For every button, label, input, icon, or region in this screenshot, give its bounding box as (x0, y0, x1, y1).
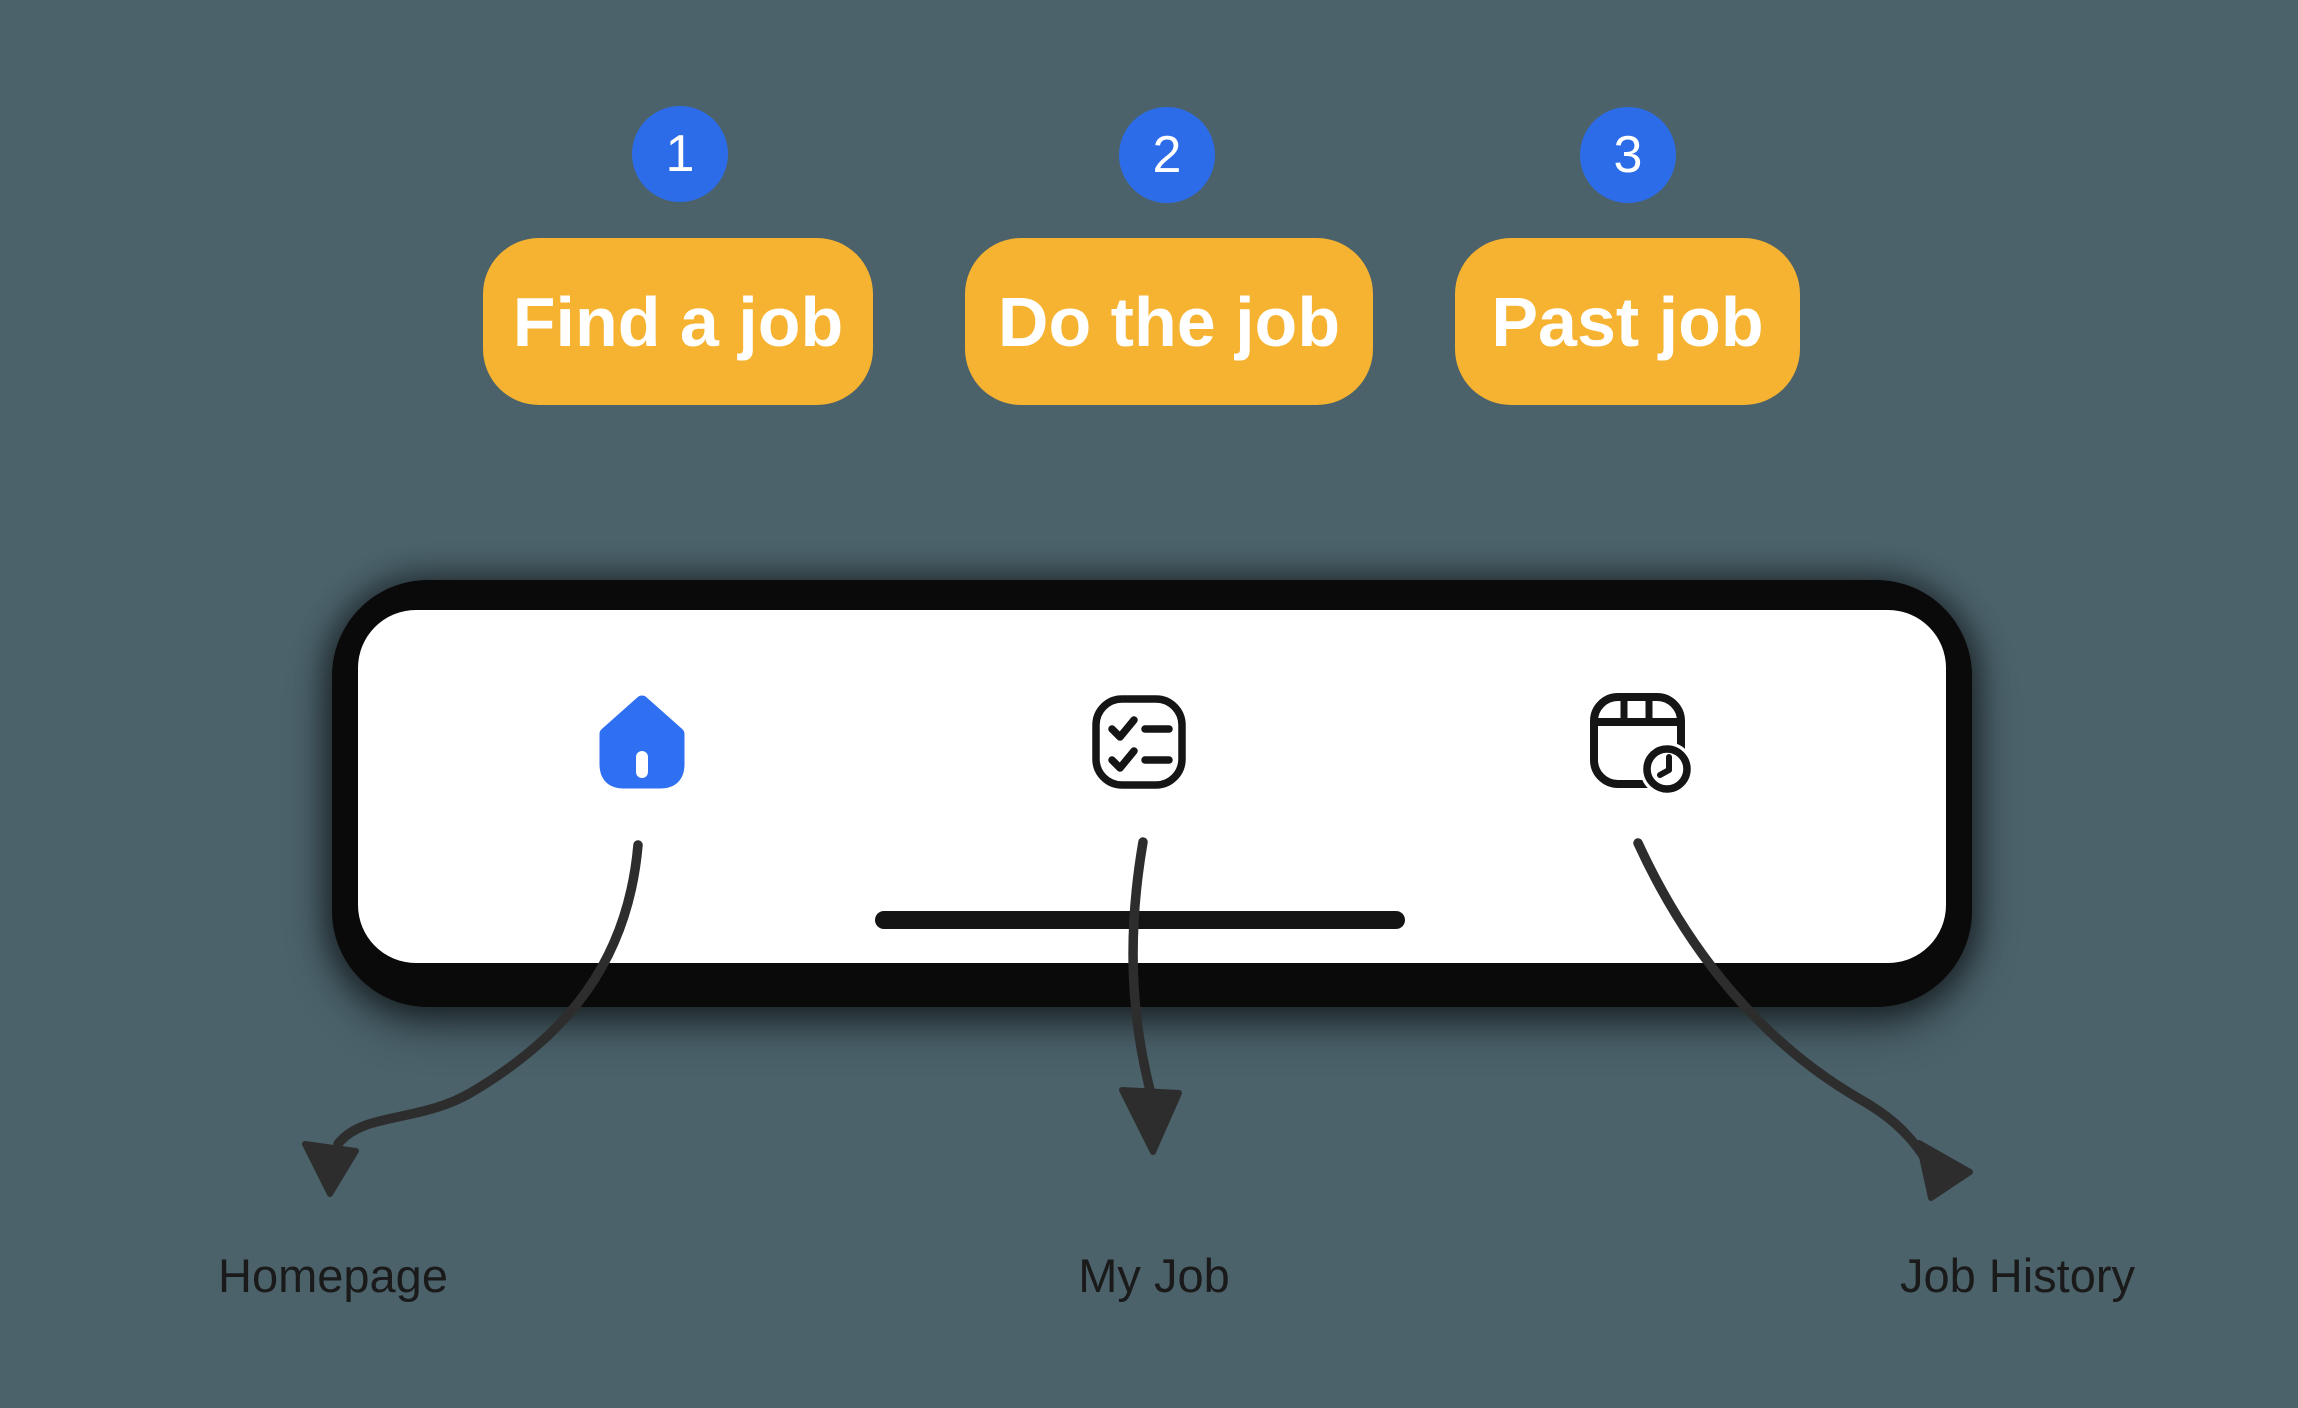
checklist-icon (1092, 695, 1186, 789)
home-indicator-handle[interactable] (875, 911, 1405, 929)
my-job-label: My Job (1078, 1249, 1230, 1302)
step-1-badge: 1 (632, 106, 728, 202)
tab-job-history[interactable] (1585, 688, 1694, 796)
past-job-label: Past job (1491, 282, 1764, 361)
homepage-label: Homepage (218, 1249, 448, 1302)
home-icon (599, 695, 685, 789)
calendar-clock-icon (1590, 693, 1694, 796)
step-2-badge: 2 (1119, 107, 1215, 203)
do-the-job-button[interactable]: Do the job (965, 238, 1373, 405)
job-history-label: Job History (1899, 1249, 2136, 1302)
step-1-number: 1 (665, 125, 695, 183)
find-a-job-label: Find a job (512, 282, 844, 361)
step-3-number: 3 (1613, 126, 1643, 184)
step-2-number: 2 (1152, 126, 1182, 184)
tab-my-job[interactable] (1087, 690, 1191, 794)
tab-home[interactable] (592, 692, 692, 792)
step-3-badge: 3 (1580, 107, 1676, 203)
find-a-job-button[interactable]: Find a job (483, 238, 873, 405)
past-job-button[interactable]: Past job (1455, 238, 1800, 405)
do-the-job-label: Do the job (997, 282, 1341, 361)
